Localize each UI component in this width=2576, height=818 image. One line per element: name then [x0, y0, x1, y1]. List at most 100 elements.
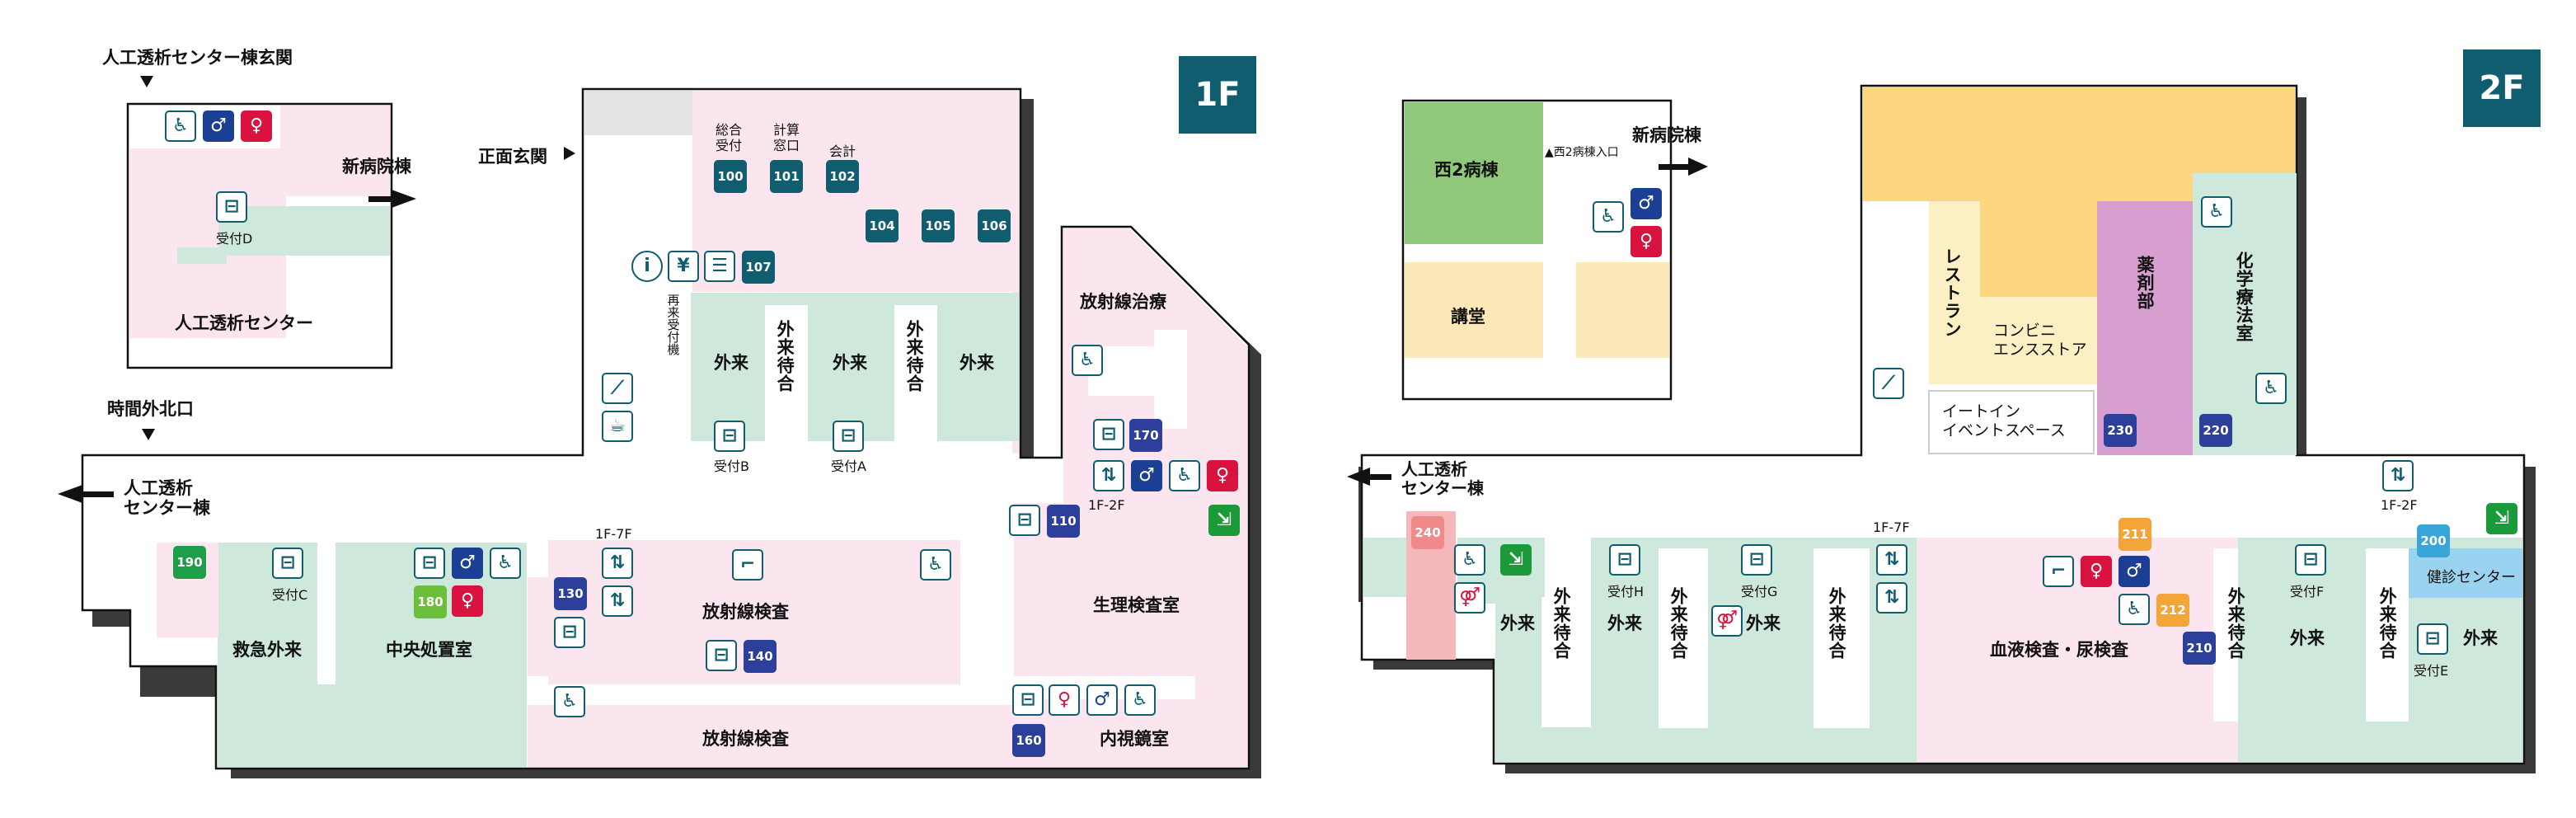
floor1-map	[81, 87, 1261, 778]
label-general-reception: 総合 受付	[716, 122, 743, 154]
label-convenience: コンビニ エンスストア	[1993, 322, 2087, 359]
label-auditorium: 講堂	[1451, 307, 1485, 327]
room-170[interactable]: 170	[1129, 419, 1162, 452]
reception-desk-icon: ⊟	[714, 421, 745, 452]
label-2f-waiting-5: 外来待合	[2377, 587, 2398, 660]
toilet-icon: ⚤	[1454, 582, 1485, 614]
label-emergency-outpatient: 救急外来	[232, 640, 302, 660]
label-2f-outpatient-2: 外来	[1607, 614, 1642, 633]
arrow-front-entrance	[564, 147, 575, 160]
room-180[interactable]: 180	[414, 585, 447, 618]
label-restaurant: レストラン	[1942, 247, 1963, 338]
atm-icon: ¥	[668, 251, 699, 282]
emergency-exit-icon: ⇲	[2486, 503, 2517, 534]
label-accounting: 会計	[829, 143, 856, 159]
reception-desk-icon: ⊟	[1012, 684, 1044, 716]
elevator-icon: ⇅	[1093, 460, 1124, 491]
label-chemo: 化学療法室	[2234, 252, 2255, 342]
label-2f-waiting-2: 外来待合	[1668, 587, 1689, 660]
reception-desk-icon: ⊟	[1093, 419, 1124, 450]
label-to-dialysis-building-2f: 人工透析 センター棟	[1401, 459, 1484, 498]
room-101[interactable]: 101	[770, 160, 803, 193]
room-220[interactable]: 220	[2199, 414, 2232, 447]
label-outpatient-waiting-2: 外来待合	[904, 320, 925, 393]
room-210[interactable]: 210	[2183, 632, 2216, 665]
stairs-icon: ⌐	[2043, 556, 2074, 587]
label-2f-outpatient-5: 外来	[2463, 628, 2498, 648]
male-toilet-icon: ♂	[1086, 684, 1118, 716]
label-west2-entrance: ▲西2病棟入口	[1545, 146, 1619, 159]
label-night-north-exit: 時間外北口	[107, 399, 194, 419]
elevator-icon: ⇅	[602, 585, 633, 617]
room-140[interactable]: 140	[744, 640, 777, 673]
elevator-icon: ⇅	[1876, 582, 1907, 614]
label-to-dialysis-building-1f: 人工透析 センター棟	[124, 478, 210, 519]
room-102[interactable]: 102	[826, 160, 859, 193]
escalator-icon: ⟋	[602, 373, 633, 404]
room-110[interactable]: 110	[1047, 505, 1080, 538]
floor-badge-2f: 2F	[2463, 49, 2541, 127]
room-240[interactable]: 240	[1411, 516, 1444, 549]
wheelchair-icon: ♿	[1072, 345, 1103, 376]
reception-desk-icon: ⊟	[1609, 544, 1640, 576]
label-pharmacy: 薬剤部	[2135, 256, 2156, 310]
reception-desk-icon: ⊟	[2417, 623, 2448, 655]
label-2f-waiting-1: 外来待合	[1551, 587, 1572, 660]
room-190[interactable]: 190	[173, 546, 206, 579]
room-160[interactable]: 160	[1012, 724, 1045, 757]
escalator-icon: ⟋	[1873, 368, 1904, 399]
label-elevator-1f2f-2f: 1F-2F	[2381, 497, 2418, 513]
emergency-exit-icon: ⇲	[1500, 544, 1532, 576]
label-endoscopy: 内視鏡室	[1100, 729, 1169, 749]
room-211[interactable]: 211	[2119, 518, 2151, 551]
room-212[interactable]: 212	[2156, 594, 2189, 627]
label-2f-outpatient-1: 外来	[1500, 614, 1535, 633]
wheelchair-icon: ♿	[1593, 201, 1624, 233]
room-100[interactable]: 100	[714, 160, 747, 193]
reception-desk-icon: ⊟	[706, 640, 737, 671]
wheelchair-icon: ♿	[1169, 460, 1200, 491]
male-toilet-icon: ♂	[1631, 188, 1662, 219]
label-2f-outpatient-4: 外来	[2290, 628, 2325, 648]
wheelchair-icon: ♿	[490, 548, 521, 579]
male-toilet-icon: ♂	[2119, 556, 2150, 587]
room-105[interactable]: 105	[922, 209, 955, 242]
label-west2-ward: 西2病棟	[1434, 160, 1499, 180]
room-200[interactable]: 200	[2417, 524, 2450, 557]
label-reception-g: 受付G	[1741, 584, 1778, 599]
female-toilet-icon: ♀	[1049, 684, 1080, 716]
reception-desk-icon: ⊟	[1741, 544, 1772, 576]
female-toilet-icon: ♀	[2081, 556, 2112, 587]
wheelchair-icon: ♿	[2201, 196, 2232, 228]
room-104[interactable]: 104	[866, 209, 899, 242]
arrow-to-dialysis-2f	[1347, 468, 1391, 486]
direction-arrows	[58, 76, 1708, 503]
wheelchair-icon: ♿	[1454, 544, 1485, 576]
label-central-treatment: 中央処置室	[386, 640, 472, 660]
wheelchair-icon: ♿	[2119, 594, 2150, 625]
arrow-new-building-2f	[1659, 157, 1708, 176]
reception-desk-icon: ⊟	[2295, 544, 2326, 576]
label-dialysis-center: 人工透析センター	[175, 313, 313, 333]
emergency-exit-icon: ⇲	[1208, 505, 1240, 536]
label-outpatient-waiting-1: 外来待合	[775, 320, 795, 393]
label-physiology-lab: 生理検査室	[1093, 595, 1180, 615]
room-106[interactable]: 106	[978, 209, 1011, 242]
floor-badge-1f: 1F	[1179, 56, 1256, 134]
female-toilet-icon: ♀	[1207, 460, 1238, 491]
label-elevator-1f2f: 1F-2F	[1088, 497, 1125, 513]
elevator-icon: ⇅	[2382, 460, 2414, 491]
room-230[interactable]: 230	[2104, 414, 2137, 447]
wheelchair-icon: ♿	[2255, 373, 2287, 404]
label-radiology-exam-2: 放射線検査	[702, 729, 789, 749]
wheelchair-icon: ♿	[165, 110, 196, 142]
room-107[interactable]: 107	[742, 251, 775, 284]
room-130[interactable]: 130	[554, 577, 587, 610]
label-eat-in: イートイン イベントスペース	[1942, 402, 2066, 440]
stairs-icon: ⌐	[732, 549, 763, 581]
elevator-icon: ⇅	[1876, 544, 1907, 576]
male-toilet-icon: ♂	[452, 548, 483, 579]
reception-desk-icon: ⊟	[1009, 505, 1040, 536]
label-radiology-exam-1: 放射線検査	[702, 602, 789, 622]
